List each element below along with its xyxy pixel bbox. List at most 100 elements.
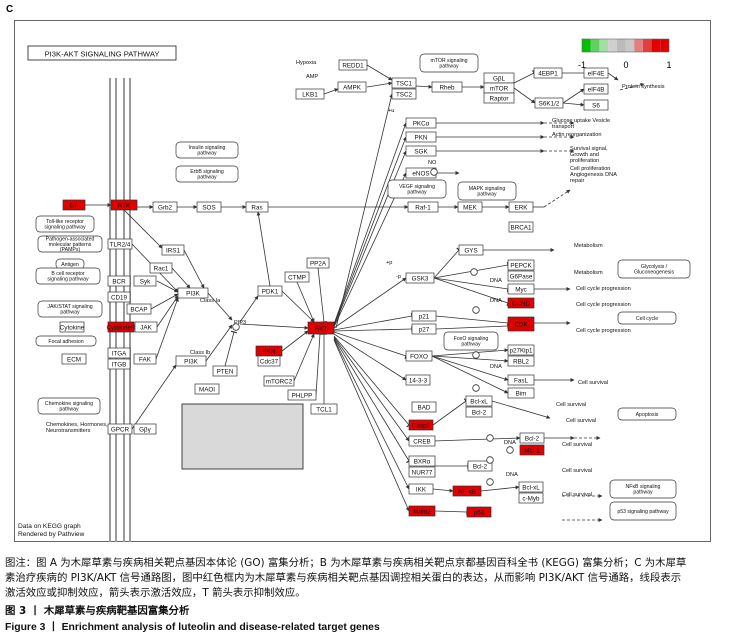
pathway-link-label: ErbB signaling bbox=[190, 169, 224, 175]
pathway-link-label: pathway bbox=[197, 175, 217, 181]
gene-node-akt: AKT bbox=[307, 321, 335, 335]
interaction-edge bbox=[333, 136, 407, 326]
annotation-class-ia: Class Ia bbox=[200, 298, 221, 304]
compound-node bbox=[472, 351, 480, 359]
pathway-link-label: Gluconeogenesis bbox=[634, 270, 674, 276]
interaction-edge bbox=[333, 338, 410, 490]
interaction-edge bbox=[293, 333, 315, 382]
gene-node-label: Mcl-1 bbox=[524, 447, 540, 454]
interaction-edge bbox=[317, 267, 328, 323]
annotation-p: -p bbox=[396, 274, 401, 280]
pathway-link-label: pathway bbox=[461, 342, 481, 348]
gene-node-label: RTK bbox=[118, 202, 131, 209]
pathway-link-label: JAK/STAT signaling bbox=[47, 304, 92, 310]
caption-zh: 图注：图 A 为木犀草素与疾病相关靶点基因本体论 (GO) 富集分析；B 为木犀… bbox=[5, 556, 732, 601]
gene-node-maoi: MAOI bbox=[194, 383, 220, 395]
gene-node-label: p27Kip1 bbox=[509, 347, 533, 354]
gene-node-label: MEK bbox=[463, 204, 477, 211]
interaction-edge bbox=[131, 364, 177, 430]
interaction-edge bbox=[171, 267, 191, 289]
interaction-edge bbox=[333, 335, 412, 428]
gene-node-rheb: Rheb bbox=[431, 81, 463, 93]
interaction-edge bbox=[239, 295, 259, 323]
gene-node-pi3k: PI3K bbox=[177, 287, 209, 299]
gene-node-gf: GF bbox=[62, 199, 86, 211]
gene-node-irs1: IRS1 bbox=[161, 244, 185, 256]
annotation-chemokines-hormones-neurotransmitters: Chemokines, Hormones, bbox=[46, 422, 108, 428]
annotation-cell-proliferation-angiogenesis-dna-repair: Angiogenesis DNA bbox=[570, 172, 617, 178]
pathway-link-p53-signaling-pathway[interactable]: p53 signaling pathway bbox=[609, 501, 677, 521]
caption-line-3: 激活效应或抑制效应，箭头表示激活效应，T 箭头表示抑制效应。 bbox=[5, 587, 306, 599]
pathway-link-label: pathway bbox=[59, 407, 79, 413]
pathway-link-label: signaling pathway bbox=[44, 225, 86, 231]
interaction-edge bbox=[207, 292, 233, 321]
gene-node-label: AKT bbox=[315, 325, 327, 332]
interaction-edge bbox=[224, 330, 238, 367]
gene-node-tsc1: TSC1 bbox=[391, 77, 417, 89]
gene-node-label: ERK bbox=[515, 204, 529, 211]
pathway-link-focal-adhesion[interactable]: Focal adhesion bbox=[35, 335, 97, 347]
pathway-link-label: Glycolysis / bbox=[641, 264, 668, 270]
pathway-link-label: mTOR signaling bbox=[430, 58, 467, 64]
pathway-link-apoptosis[interactable]: Apoptosis bbox=[617, 407, 677, 421]
gene-node-label: Ras bbox=[251, 204, 262, 211]
gene-node-mek: MEK bbox=[457, 201, 483, 213]
gene-node-label: TCL1 bbox=[316, 406, 332, 413]
figure-title-en: Figure 3 丨 Enrichment analysis of luteol… bbox=[5, 622, 380, 633]
gene-node-label: Bcl-2 bbox=[473, 463, 488, 470]
gene-node-p53: p53 bbox=[466, 506, 492, 518]
gene-node-ras: Ras bbox=[245, 201, 269, 213]
gene-node-bcr: BCR bbox=[107, 275, 131, 287]
pathway-link-antigen[interactable]: Antigen bbox=[55, 258, 85, 270]
gene-node-label: CREB bbox=[413, 438, 431, 445]
pathway-link-cell-cycle[interactable]: Cell cycle bbox=[617, 311, 677, 325]
interaction-edge bbox=[434, 508, 468, 516]
gene-node-cdk: CDK bbox=[507, 316, 535, 332]
gene-node-redd1: REDD1 bbox=[338, 59, 368, 71]
gene-node-label: TLR2/4 bbox=[110, 241, 131, 248]
pathway-link-label: VEGF signaling bbox=[399, 184, 435, 190]
caption-line-2: 素治疗疾病的 PI3K/AKT 信号通路图，图中红色框内为木犀草素与疾病相关靶点… bbox=[5, 572, 682, 584]
gene-node-eif4b: eIF4B bbox=[583, 83, 609, 95]
gene-node-label: PTEN bbox=[217, 368, 234, 375]
annotation-survival-signal-growth-and-proliferation: proliferation bbox=[570, 158, 599, 164]
pathway-link-label: Antigen bbox=[61, 262, 79, 268]
gene-node-pp2a: PP2A bbox=[306, 257, 330, 269]
interaction-edge bbox=[155, 297, 179, 360]
gene-node-label: REDD1 bbox=[342, 62, 364, 69]
pathway-link-glycolysis-gluconeogenesis[interactable]: Glycolysis /Gluconeogenesis bbox=[617, 259, 691, 279]
gene-node-tsc2: TSC2 bbox=[391, 88, 417, 100]
gene-node-itga: ITGA bbox=[107, 347, 131, 359]
interaction-edge bbox=[431, 355, 509, 381]
gene-node-label: Bcl-2 bbox=[525, 435, 540, 442]
annotation-cell-survival: Cell survival bbox=[562, 468, 592, 474]
compound-node bbox=[486, 434, 494, 442]
gene-node-jak: JAK bbox=[134, 321, 158, 333]
gene-node-label: LKB1 bbox=[302, 91, 318, 98]
gene-node-g: Gβγ bbox=[133, 423, 157, 435]
annotation-cell-survival: Cell survival bbox=[562, 442, 592, 448]
interaction-edge bbox=[432, 398, 469, 426]
gene-node-mcl-1: Mcl-1 bbox=[519, 444, 545, 456]
gene-node-rbl2: RBL2 bbox=[507, 355, 535, 367]
gene-node-label: p53 bbox=[474, 509, 485, 516]
gene-node-g-l: GβL bbox=[483, 72, 515, 84]
interaction-edge bbox=[491, 400, 551, 419]
gene-node-label: ITGA bbox=[112, 350, 127, 357]
annotation-metabolism: Metabolism bbox=[574, 243, 603, 249]
caption-line-1: 图注：图 A 为木犀草素与疾病相关靶点基因本体论 (GO) 富集分析；B 为木犀… bbox=[5, 557, 687, 569]
gene-node-label: TSC1 bbox=[396, 80, 413, 87]
interaction-edge bbox=[183, 249, 205, 289]
